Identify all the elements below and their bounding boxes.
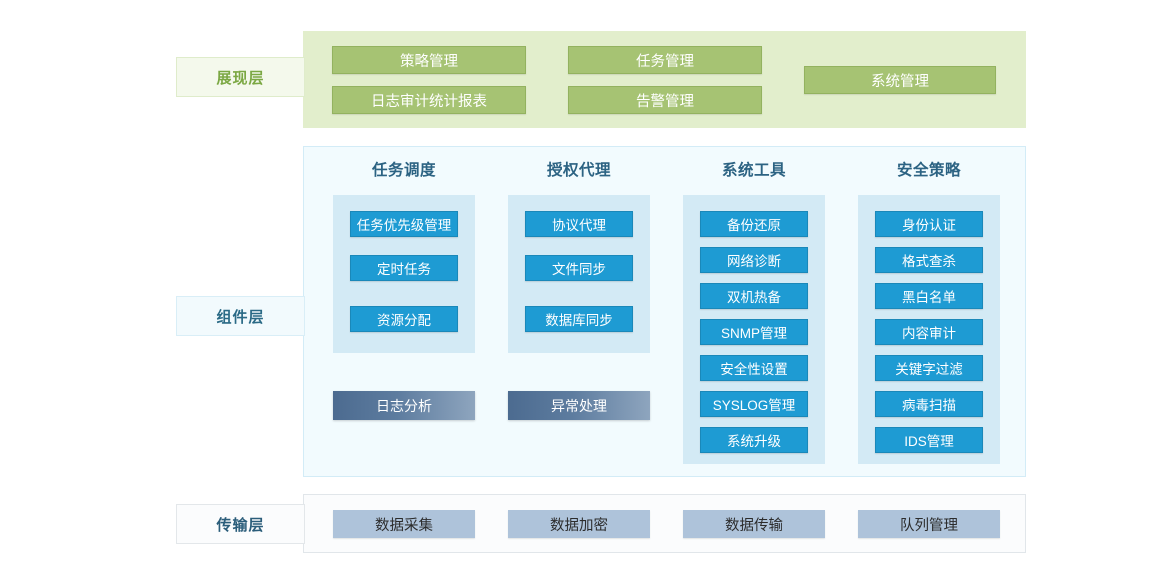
component-box-system-upgrade[interactable]: 系统升级 bbox=[700, 427, 808, 453]
presentation-layer-label-text: 展现层 bbox=[216, 69, 265, 87]
component-box-label: 文件同步 bbox=[552, 262, 606, 277]
component-box-syslog-management[interactable]: SYSLOG管理 bbox=[700, 391, 808, 417]
component-layer-label-text: 组件层 bbox=[216, 308, 265, 326]
component-box-label: 双机热备 bbox=[727, 290, 781, 305]
column-title-text: 系统工具 bbox=[721, 162, 786, 179]
component-box-protocol-agent[interactable]: 协议代理 bbox=[525, 211, 633, 237]
transport-box-label: 数据采集 bbox=[375, 517, 433, 534]
component-box-label: 数据库同步 bbox=[545, 313, 613, 328]
component-box-scheduled-task[interactable]: 定时任务 bbox=[350, 255, 458, 281]
component-box-backup-restore[interactable]: 备份还原 bbox=[700, 211, 808, 237]
presentation-box-label: 告警管理 bbox=[636, 93, 694, 110]
component-box-database-sync[interactable]: 数据库同步 bbox=[525, 306, 633, 332]
transport-box-queue-management[interactable]: 队列管理 bbox=[858, 510, 1000, 538]
component-box-snmp-management[interactable]: SNMP管理 bbox=[700, 319, 808, 345]
component-box-exception-handling[interactable]: 异常处理 bbox=[508, 391, 650, 420]
column-title-text: 授权代理 bbox=[546, 162, 611, 179]
component-column-title-authorization-agent: 授权代理 bbox=[508, 158, 650, 180]
presentation-box-log-audit-report[interactable]: 日志审计统计报表 bbox=[332, 86, 526, 114]
presentation-box-strategy-management[interactable]: 策略管理 bbox=[332, 46, 526, 74]
presentation-box-label: 策略管理 bbox=[400, 53, 458, 70]
component-box-network-diagnostics[interactable]: 网络诊断 bbox=[700, 247, 808, 273]
component-column-title-task-scheduling: 任务调度 bbox=[333, 158, 475, 180]
component-box-label: 任务优先级管理 bbox=[356, 218, 452, 233]
component-box-label: 日志分析 bbox=[376, 397, 432, 414]
component-column-title-security-policy: 安全策略 bbox=[858, 158, 1000, 180]
column-title-text: 安全策略 bbox=[896, 162, 961, 179]
component-box-label: SNMP管理 bbox=[720, 326, 787, 341]
presentation-box-label: 系统管理 bbox=[871, 73, 929, 90]
component-box-resource-allocation[interactable]: 资源分配 bbox=[350, 306, 458, 332]
component-box-label: 格式查杀 bbox=[902, 254, 956, 269]
component-box-label: 协议代理 bbox=[552, 218, 606, 233]
component-box-label: 黑白名单 bbox=[902, 290, 956, 305]
presentation-box-label: 日志审计统计报表 bbox=[371, 93, 487, 110]
component-box-label: 定时任务 bbox=[377, 262, 431, 277]
component-box-label: 异常处理 bbox=[551, 397, 607, 414]
component-box-virus-scan[interactable]: 病毒扫描 bbox=[875, 391, 983, 417]
transport-box-data-encryption[interactable]: 数据加密 bbox=[508, 510, 650, 538]
component-box-ids-management[interactable]: IDS管理 bbox=[875, 427, 983, 453]
transport-box-data-transmission[interactable]: 数据传输 bbox=[683, 510, 825, 538]
component-box-log-analysis[interactable]: 日志分析 bbox=[333, 391, 475, 420]
component-layer-label: 组件层 bbox=[176, 296, 305, 336]
component-box-label: 关键字过滤 bbox=[895, 362, 963, 377]
component-box-label: 网络诊断 bbox=[727, 254, 781, 269]
component-box-blacklist-whitelist[interactable]: 黑白名单 bbox=[875, 283, 983, 309]
transport-box-label: 数据传输 bbox=[725, 517, 783, 534]
component-box-task-priority-management[interactable]: 任务优先级管理 bbox=[350, 211, 458, 237]
component-box-label: 内容审计 bbox=[902, 326, 956, 341]
component-box-label: 病毒扫描 bbox=[902, 398, 956, 413]
component-box-label: SYSLOG管理 bbox=[712, 398, 796, 413]
component-box-label: 备份还原 bbox=[727, 218, 781, 233]
column-title-text: 任务调度 bbox=[371, 162, 436, 179]
component-column-title-system-tools: 系统工具 bbox=[683, 158, 825, 180]
component-box-keyword-filter[interactable]: 关键字过滤 bbox=[875, 355, 983, 381]
presentation-box-label: 任务管理 bbox=[636, 53, 694, 70]
transport-box-data-collection[interactable]: 数据采集 bbox=[333, 510, 475, 538]
component-box-label: 系统升级 bbox=[727, 434, 781, 449]
component-box-label: 资源分配 bbox=[377, 313, 431, 328]
component-box-label: IDS管理 bbox=[904, 434, 954, 449]
presentation-box-alarm-management[interactable]: 告警管理 bbox=[568, 86, 762, 114]
component-box-label: 安全性设置 bbox=[720, 362, 788, 377]
component-box-identity-authentication[interactable]: 身份认证 bbox=[875, 211, 983, 237]
component-box-file-sync[interactable]: 文件同步 bbox=[525, 255, 633, 281]
presentation-box-task-management[interactable]: 任务管理 bbox=[568, 46, 762, 74]
presentation-layer-label: 展现层 bbox=[176, 57, 305, 97]
transport-layer-label-text: 传输层 bbox=[216, 516, 265, 534]
component-box-format-scan-kill[interactable]: 格式查杀 bbox=[875, 247, 983, 273]
presentation-box-system-management[interactable]: 系统管理 bbox=[804, 66, 996, 94]
component-box-dual-machine-hot-standby[interactable]: 双机热备 bbox=[700, 283, 808, 309]
component-box-content-audit[interactable]: 内容审计 bbox=[875, 319, 983, 345]
transport-layer-label: 传输层 bbox=[176, 504, 305, 544]
transport-box-label: 数据加密 bbox=[550, 517, 608, 534]
component-box-security-settings[interactable]: 安全性设置 bbox=[700, 355, 808, 381]
transport-box-label: 队列管理 bbox=[900, 517, 958, 534]
component-box-label: 身份认证 bbox=[902, 218, 956, 233]
